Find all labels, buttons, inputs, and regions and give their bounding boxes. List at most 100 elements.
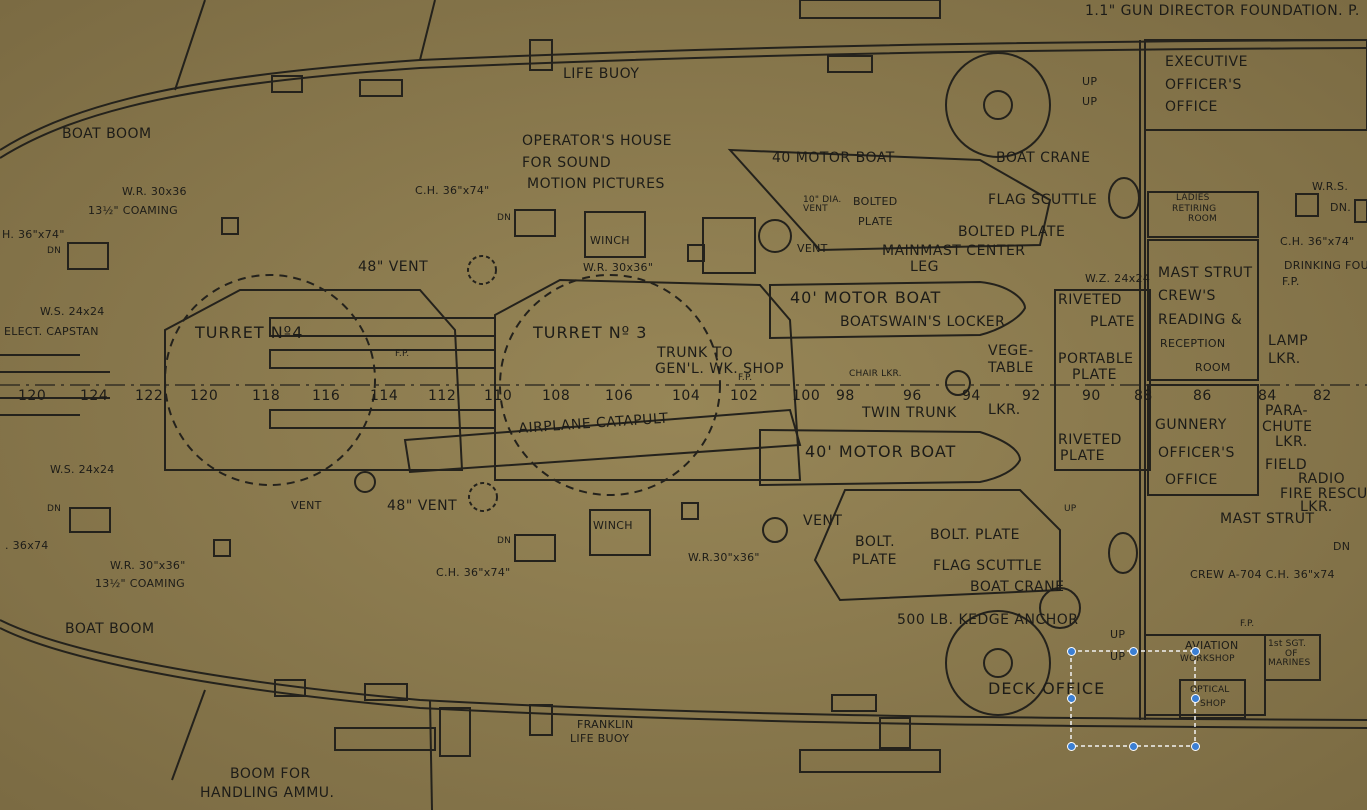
label-turret-4: TURRET Nº4	[195, 323, 304, 342]
label-boat-boom-low: BOAT BOOM	[65, 621, 155, 637]
label-mast-strut-top: MAST STRUT	[1158, 265, 1253, 281]
label-ch-right: C.H. 36"x74"	[1280, 235, 1355, 248]
label-mast-strut-low: MAST STRUT	[1220, 511, 1315, 527]
label-twin-trunk: TWIN TRUNK	[862, 405, 957, 421]
label-ch-low-left: . 36x74	[5, 539, 49, 552]
label-winch-top: WINCH	[590, 234, 630, 247]
label-flag-scuttle-low: FLAG SCUTTLE	[933, 558, 1043, 574]
label-deck-office: DECK OFFICE	[988, 679, 1106, 698]
label-life-buoy: LIFE BUOY	[563, 66, 640, 82]
label-dn-left: DN	[47, 246, 62, 256]
label-wr-mid: W.R. 30x36"	[583, 261, 654, 274]
label-boom-ammu-1: BOOM FOR	[230, 766, 311, 782]
label-bolt-plate-1: BOLT.	[855, 534, 896, 550]
label-trunk-1: TRUNK TO	[657, 345, 734, 361]
label-para-3: LKR.	[1275, 434, 1308, 450]
label-drinking-1: DRINKING FOU	[1284, 259, 1367, 272]
catapult-outline	[403, 408, 802, 474]
selection-handle-bottom-left[interactable]	[1067, 742, 1076, 751]
label-ch-left: H. 36"x74"	[2, 228, 65, 241]
frame-number: 96	[903, 388, 922, 404]
label-optical-2: SHOP	[1200, 699, 1226, 709]
label-bolt-plate-2: PLATE	[852, 552, 897, 568]
label-boat-boom-top: BOAT BOOM	[62, 126, 152, 142]
label-fire-lkr: LKR.	[1300, 499, 1333, 515]
label-motor-boat-top: 40 MOTOR BOAT	[772, 150, 895, 166]
label-dn-right-low: DN	[1333, 540, 1351, 553]
label-ladies-2: RETIRING	[1172, 204, 1217, 214]
label-riveted-4: PLATE	[1060, 448, 1105, 464]
selection-handle-middle-right[interactable]	[1191, 694, 1200, 703]
label-dn-low-mid: DN	[497, 536, 512, 546]
boat-crane-top-circle	[945, 52, 1051, 158]
frame-number: 84	[1258, 388, 1277, 404]
label-boat-crane-top: BOAT CRANE	[996, 150, 1091, 166]
boat-crane-low-circle	[945, 610, 1051, 716]
frame-number: 94	[962, 388, 981, 404]
frame-number: 106	[605, 388, 634, 404]
label-wrs-right: W.R.S.	[1312, 180, 1349, 193]
turret-4-outline	[164, 289, 464, 471]
label-chair-lkr: CHAIR LKR.	[849, 369, 902, 379]
label-kedge-anchor: 500 LB. KEDGE ANCHOR	[897, 612, 1079, 628]
label-operators-house-2: FOR SOUND	[522, 155, 612, 171]
selection-handle-bottom-right[interactable]	[1191, 742, 1200, 751]
label-lamp-1: LAMP	[1268, 333, 1309, 349]
frame-number: 120	[190, 388, 219, 404]
frame-number: 108	[542, 388, 571, 404]
label-up-2: UP	[1082, 95, 1098, 108]
label-executive-2: OFFICER'S	[1165, 77, 1242, 93]
label-vege-2: TABLE	[988, 360, 1034, 376]
label-marines-2: OF	[1285, 649, 1298, 659]
frame-number: 82	[1313, 388, 1332, 404]
label-wr-low-mid: W.R.30"x36"	[688, 551, 760, 564]
label-vege-1: VEGE-	[988, 343, 1034, 359]
frame-number: 116	[312, 388, 341, 404]
label-gun-director: 1.1" GUN DIRECTOR FOUNDATION. P.	[1085, 3, 1360, 19]
label-marines-1: 1st SGT.	[1268, 639, 1307, 649]
label-turret-3: TURRET Nº 3	[533, 323, 648, 342]
selection-handle-top-right[interactable]	[1191, 647, 1200, 656]
frame-number: 92	[1022, 388, 1041, 404]
label-drinking-2: F.P.	[1282, 275, 1300, 288]
frame-number: 122	[135, 388, 164, 404]
label-bolt-plate-r: BOLT. PLATE	[930, 527, 1020, 543]
frame-number: 114	[370, 388, 399, 404]
label-crews-4: ROOM	[1195, 361, 1231, 374]
frame-number: 110	[484, 388, 513, 404]
frame-number: 98	[836, 388, 855, 404]
label-wz-top: W.Z. 24x24	[1085, 272, 1151, 285]
label-ch-mid: C.H. 36"x74"	[415, 184, 490, 197]
label-boom-ammu-2: HANDLING AMMU.	[200, 785, 335, 801]
frame-number: 100	[792, 388, 821, 404]
label-operators-house-3: MOTION PICTURES	[527, 176, 665, 192]
label-coaming-low: 13½" COAMING	[95, 577, 185, 590]
selection-handle-middle-left[interactable]	[1067, 694, 1076, 703]
winch-low-box	[589, 509, 651, 556]
frame-number: 102	[730, 388, 759, 404]
label-coaming-top: 13½" COAMING	[88, 204, 178, 217]
label-franklin-1: FRANKLIN	[577, 718, 634, 731]
label-para-2: CHUTE	[1262, 419, 1313, 435]
label-motor-boat-low: 40' MOTOR BOAT	[805, 442, 957, 461]
selection-handle-top-left[interactable]	[1067, 647, 1076, 656]
label-riveted-1: RIVETED	[1058, 292, 1122, 308]
label-vege-3: LKR.	[988, 402, 1021, 418]
selection-handle-bottom-center[interactable]	[1129, 742, 1138, 751]
label-dn-right: DN.	[1330, 201, 1352, 214]
label-riveted-3: RIVETED	[1058, 432, 1122, 448]
motor-boat-top	[727, 148, 1052, 252]
frame-number: 88	[1134, 388, 1153, 404]
label-vent-low-mid: VENT	[803, 513, 843, 529]
selection-handle-top-center[interactable]	[1129, 647, 1138, 656]
frame-number: 124	[80, 388, 109, 404]
label-wr-low: W.R. 30"x36"	[110, 559, 186, 572]
label-boatswains: BOATSWAIN'S LOCKER	[840, 314, 1006, 330]
label-fire-rescue: FIRE RESCU	[1280, 486, 1367, 502]
label-riveted-2: PLATE	[1090, 314, 1135, 330]
label-para-1: PARA-	[1265, 403, 1309, 419]
label-aviation-1: AVIATION	[1185, 639, 1239, 652]
label-leg: LEG	[910, 259, 939, 275]
label-boat-crane-low: BOAT CRANE	[970, 579, 1065, 595]
